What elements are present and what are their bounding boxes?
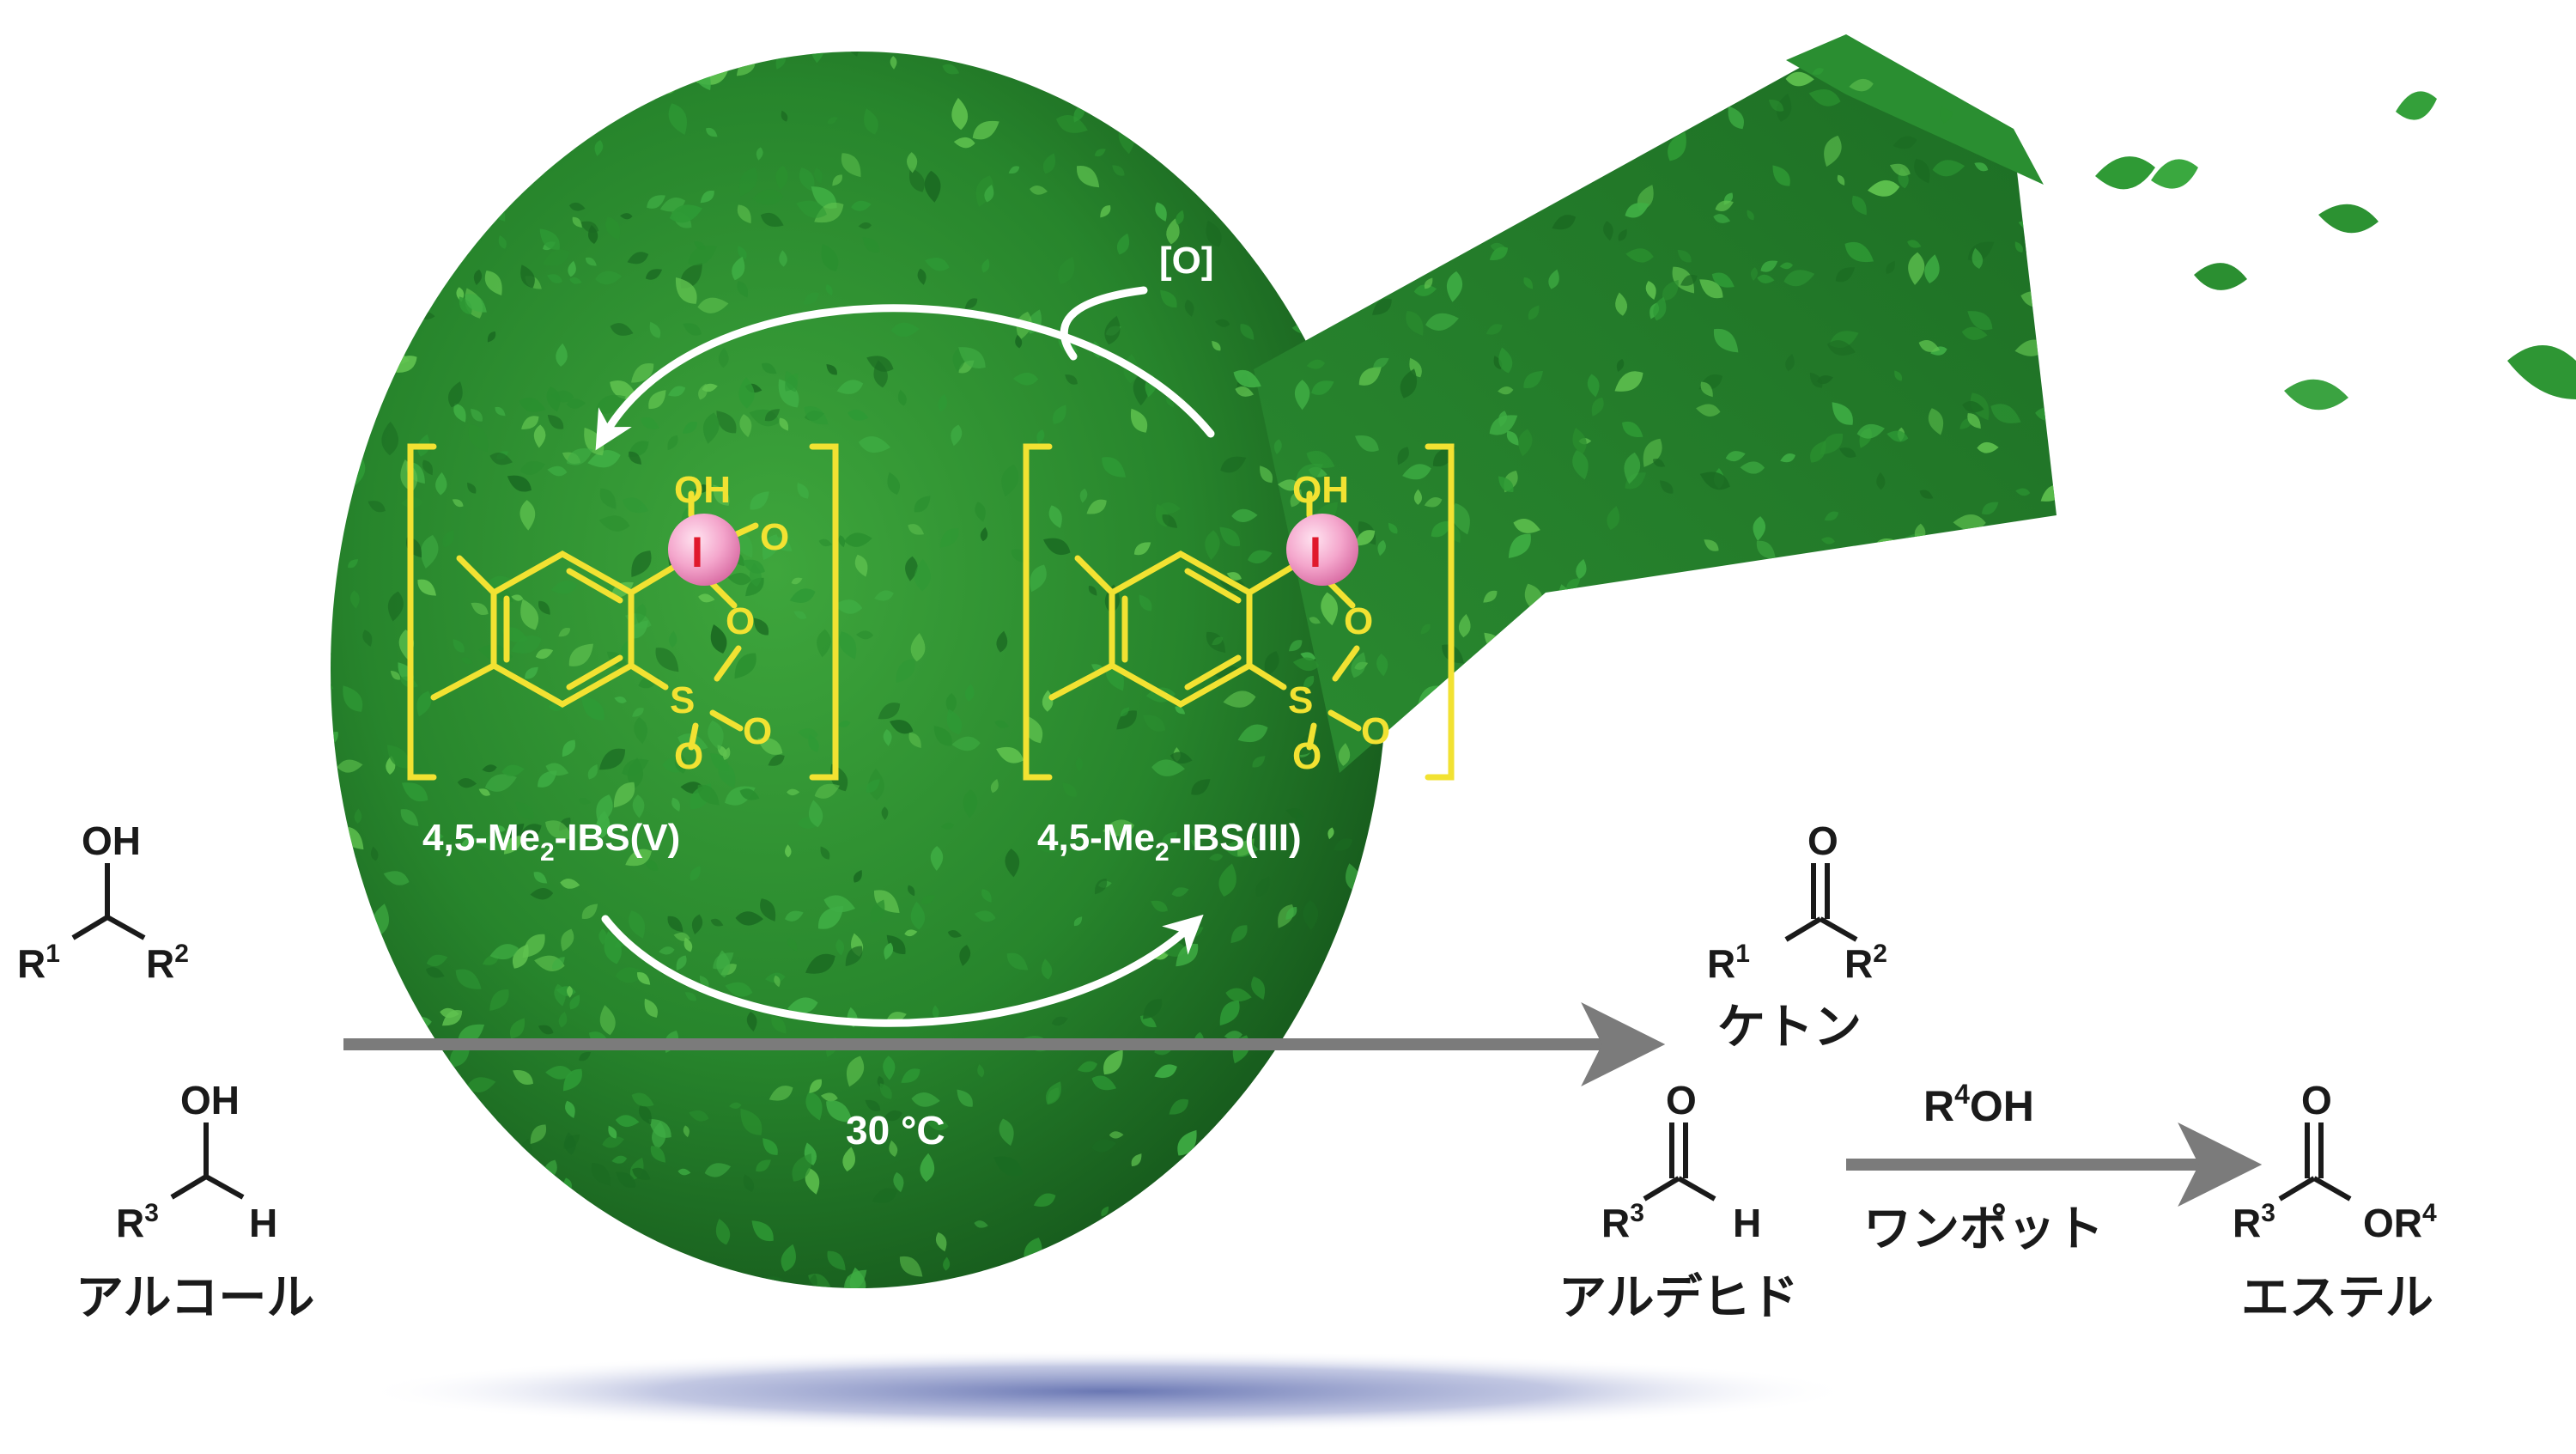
so-o-label-1: O (743, 710, 772, 752)
so-o-label-2: O (1292, 735, 1321, 777)
iodine-label: I (691, 528, 703, 576)
ketone: O R1 R2 (1707, 818, 1887, 986)
svg-text:R1: R1 (17, 940, 60, 986)
ketone-label: ケトン (1717, 1000, 1862, 1054)
svg-text:R3: R3 (2233, 1199, 2275, 1245)
oxidant-label: [O] (1159, 240, 1214, 282)
svg-text:R2: R2 (1844, 940, 1887, 986)
catalyst-v-label: 4,5-Me2-IBS(V) (422, 817, 680, 867)
oxo-label: O (760, 516, 789, 558)
falling-leaf-icon (2095, 156, 2155, 190)
sulfur-label: S (1288, 679, 1313, 721)
ring-o-label: O (1344, 600, 1373, 642)
oh-label: OH (1292, 469, 1349, 511)
aldehyde-label: アルデヒド (1558, 1270, 1798, 1324)
primary-alcohol: OH R3 H (116, 1078, 277, 1245)
iodine-label: I (1309, 528, 1321, 576)
falling-leaf-icon (2284, 379, 2348, 411)
svg-text:OR4: OR4 (2363, 1199, 2437, 1245)
falling-leaf-icon (2396, 91, 2437, 120)
catalyst-v-structure (407, 443, 839, 781)
onepot-reagent: R4OH (1923, 1079, 2034, 1130)
falling-leaf-icon (2318, 204, 2379, 234)
svg-text:H: H (1733, 1201, 1761, 1245)
so-o-label-1: O (1361, 710, 1390, 752)
alcohol-label: アルコール (76, 1270, 314, 1324)
svg-text:H: H (249, 1201, 277, 1245)
svg-text:O: O (1807, 818, 1838, 863)
ring-o-label: O (726, 600, 755, 642)
leaf-flask-icon (331, 34, 2057, 1288)
svg-text:R3: R3 (1601, 1199, 1644, 1245)
svg-text:O: O (2301, 1078, 2332, 1122)
svg-text:O: O (1666, 1078, 1697, 1122)
svg-text:R2: R2 (146, 940, 189, 986)
aldehyde: O R3 H (1601, 1078, 1761, 1245)
secondary-alcohol: OH R1 R2 (17, 818, 189, 986)
falling-leaf-icon (2194, 263, 2247, 290)
svg-text:R3: R3 (116, 1199, 159, 1245)
sulfur-label: S (670, 679, 695, 721)
catalyst-iii-structure (1023, 443, 1455, 781)
svg-text:OH: OH (180, 1078, 240, 1122)
so-o-label-2: O (674, 735, 703, 777)
falling-leaves (2095, 91, 2576, 411)
oh-label: OH (674, 469, 731, 511)
catalytic-cycle-arrows (595, 286, 1215, 1027)
ester: O R3 OR4 (2233, 1078, 2437, 1245)
falling-leaf-icon (2507, 345, 2576, 399)
ester-label: エステル (2241, 1270, 2433, 1324)
flask-shadow (361, 1350, 1855, 1433)
onepot-label: ワンポット (1863, 1202, 2104, 1256)
catalyst-iii-label: 4,5-Me2-IBS(III) (1037, 817, 1302, 867)
iodine-sphere-icon (668, 514, 740, 586)
iodine-sphere-icon (1286, 514, 1358, 586)
falling-leaf-icon (2151, 159, 2198, 189)
svg-text:R1: R1 (1707, 940, 1750, 986)
svg-text:OH: OH (82, 818, 141, 863)
temperature-label: 30 °C (846, 1108, 945, 1153)
